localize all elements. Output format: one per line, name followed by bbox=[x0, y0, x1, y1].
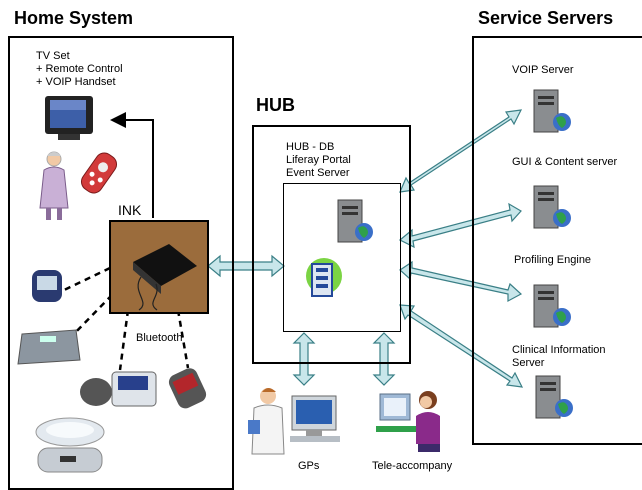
tele-accompany-icon bbox=[376, 391, 440, 452]
profiling-server-icon bbox=[533, 284, 571, 328]
bluetooth-link-oximeter bbox=[176, 309, 190, 369]
service-servers-box bbox=[472, 36, 642, 445]
blood-pressure-monitor-icon bbox=[80, 371, 157, 407]
gui-server-label: GUI & Content server bbox=[512, 156, 618, 168]
hub-service-line: Event Server bbox=[286, 167, 350, 179]
tv-label: TV Set + Remote Control + VOIP Handset bbox=[36, 50, 123, 89]
ink-hub-arrow bbox=[207, 254, 285, 278]
gps-label: GPs bbox=[298, 460, 320, 472]
hub-service-line: Liferay Portal bbox=[286, 154, 351, 166]
tv-label-line: + Remote Control bbox=[36, 63, 123, 75]
hub-gps-arrow bbox=[292, 332, 316, 386]
hub-voip-arrow bbox=[399, 109, 523, 193]
hub-inner-box bbox=[283, 183, 401, 332]
tv-icon bbox=[45, 96, 93, 140]
ink-to-tv-line bbox=[110, 112, 154, 218]
bluetooth-link-glucometer bbox=[59, 266, 111, 294]
service-servers-title: Service Servers bbox=[478, 8, 614, 28]
hub-gui-arrow bbox=[398, 202, 522, 249]
elderly-person-icon bbox=[39, 151, 69, 220]
hub-server-icon bbox=[337, 199, 373, 243]
clinical-server-label-line: Clinical Information bbox=[512, 344, 606, 356]
home-system-title: Home System bbox=[14, 8, 134, 28]
tele-accompany-label: Tele-accompany bbox=[372, 460, 453, 472]
kitchen-scale-icon bbox=[35, 417, 105, 473]
hub-tele-arrow bbox=[372, 332, 396, 386]
bluetooth-label: Bluetooth bbox=[136, 332, 183, 344]
remote-control-icon bbox=[80, 152, 118, 194]
profiling-engine-label: Profiling Engine bbox=[514, 254, 592, 266]
ink-device bbox=[109, 220, 209, 314]
voip-server-label: VOIP Server bbox=[512, 64, 574, 76]
voip-server-icon bbox=[533, 89, 571, 133]
tv-label-line: TV Set bbox=[36, 50, 70, 62]
hub-title: HUB bbox=[256, 95, 295, 115]
tv-label-line: + VOIP Handset bbox=[36, 76, 116, 88]
weighing-scale-icon bbox=[17, 329, 81, 365]
hub-clinical-arrow bbox=[399, 304, 524, 388]
clinical-server-icon bbox=[535, 375, 573, 419]
pulse-oximeter-icon bbox=[168, 368, 207, 409]
database-icon bbox=[306, 258, 342, 297]
glucometer-icon bbox=[32, 270, 62, 302]
ink-label: INK bbox=[118, 202, 142, 218]
hub-services-list: HUB - DB Liferay Portal Event Server bbox=[286, 141, 351, 180]
clinical-server-label-line: Server bbox=[512, 357, 545, 369]
clinical-server-label: Clinical Information Server bbox=[512, 344, 606, 370]
hub-service-line: HUB - DB bbox=[286, 141, 335, 153]
ink-device-icon bbox=[111, 222, 207, 312]
gp-doctor-icon bbox=[248, 388, 340, 455]
gui-server-icon bbox=[533, 185, 571, 229]
hub-server-arrows bbox=[398, 109, 524, 388]
hub-box bbox=[252, 125, 411, 364]
